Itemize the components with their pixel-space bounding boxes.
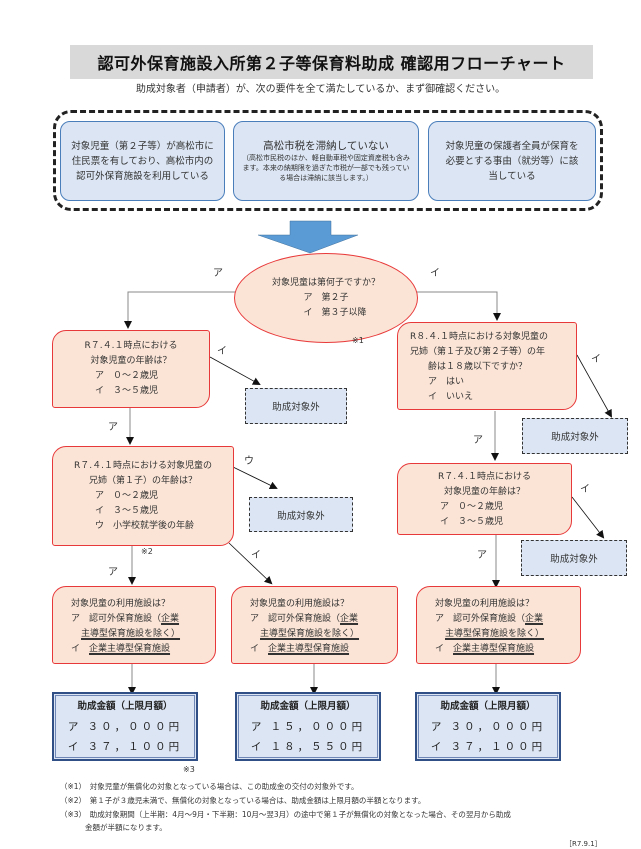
decision-facility-1: 対象児童の利用施設は？ ア 認可外保育施設（企業 主導型保育施設を除く） イ 企…: [52, 586, 216, 664]
facility-option-a: ア 認可外保育施設（企業: [71, 614, 180, 624]
requirement-note: （高松市民税のほか、軽自動車税や固定資産税も含みます。本来の納期限を過ぎた市税が…: [242, 154, 410, 182]
decision-facility-2: 対象児童の利用施設は？ ア 認可外保育施設（企業 主導型保育施設を除く） イ 企…: [231, 586, 398, 664]
amount-value-i: イ ３７，１００円: [430, 740, 546, 753]
amount-box-1: 助成金額（上限月額） ア ３０，０００円 イ ３７，１００円: [52, 692, 198, 761]
decision-option: イ ３～５歳児: [95, 506, 159, 516]
branch-label-leftq1-a: ア: [108, 422, 118, 433]
connector-rightq1-excluded: [576, 354, 612, 418]
branch-label-root-a: ア: [213, 268, 223, 279]
decision-option: イ ３～５歳児: [440, 517, 504, 527]
facility-option-i: イ 企業主導型保育施設: [71, 644, 171, 654]
footnote-1: （※1） 対象児童が無償化の対象となっている場合は、この助成金の交付の対象外です…: [60, 782, 359, 791]
decision-right-q1: R８.４.１時点における対象児童の 兄姉（第１子及び第２子等）の年 齢は１８歳以…: [397, 322, 577, 410]
amount-value-i: イ １８，５５０円: [250, 740, 366, 753]
decision-line: R７.４.１時点における対象児童の: [74, 461, 212, 471]
connector-rightq2-excluded: [571, 496, 605, 539]
revision-date: ［R7.9.1］: [565, 840, 602, 848]
amount-value-i: イ ３７，１００円: [67, 740, 183, 753]
root-question: 対象児童は第何子ですか？: [271, 277, 380, 288]
footnote-3-cont: 金額が半額になります。: [85, 823, 167, 832]
excluded-box-right1: 助成対象外: [522, 418, 628, 454]
root-option-i: イ 第３子以降: [303, 307, 367, 318]
amount-heading: 助成金額（上限月額）: [260, 700, 356, 712]
connector-leftq2-facility2: [228, 542, 273, 585]
requirement-text: 対象児童（第２子等）が高松市に住民票を有しており、高松市内の認可外保育施設を利用…: [71, 140, 214, 182]
requirements-frame: [53, 110, 603, 211]
amount-heading: 助成金額（上限月額）: [440, 700, 536, 712]
page-title: 認可外保育施設入所第２子等保育料助成 確認用フローチャート: [70, 45, 593, 79]
amount-box-3: 助成金額（上限月額） ア ３０，０００円 イ ３７，１００円: [415, 692, 561, 761]
decision-line: 齢は１８歳以下ですか？: [428, 362, 528, 372]
amount-value-a: ア １５，０００円: [250, 720, 366, 733]
branch-label-leftq1-i: イ: [217, 346, 227, 357]
connector-leftq2-excluded: [232, 466, 278, 489]
branch-label-rightq1-a: ア: [473, 435, 483, 446]
branch-label-rightq1-i: イ: [591, 354, 601, 365]
decision-line: 対象児童の年齢は？: [443, 487, 525, 497]
facility-option-a-cont: 主導型保育施設を除く）: [81, 629, 181, 639]
excluded-box-left1: 助成対象外: [245, 388, 347, 424]
facility-option-i: イ 企業主導型保育施設: [435, 644, 535, 654]
branch-label-leftq2-i: イ: [251, 550, 261, 561]
page-subtitle: 助成対象者（申請者）が、次の要件を全て満たしているか、まず御確認ください。: [135, 84, 506, 95]
facility-question: 対象児童の利用施設は？: [435, 599, 535, 609]
decision-option: イ いいえ: [428, 392, 474, 402]
requirement-text: 対象児童の保護者全員が保育を必要とする事由（就労等）に該当している: [445, 140, 579, 182]
facility-option-a-cont: 主導型保育施設を除く）: [445, 629, 545, 639]
connector-root-right: [416, 291, 501, 321]
connector-root-left: [124, 291, 236, 329]
requirement-text: 高松市税を滞納していない: [263, 140, 389, 152]
facility-option-a: ア 認可外保育施設（企業: [250, 614, 359, 624]
decision-facility-3: 対象児童の利用施設は？ ア 認可外保育施設（企業 主導型保育施設を除く） イ 企…: [416, 586, 581, 664]
root-decision-oval: 対象児童は第何子ですか？ ア 第２子 イ 第３子以降: [234, 253, 418, 343]
footnote-3: （※3） 助成対象期間（上半期：4月～9月・下半期：10月～翌3月）の途中で第１…: [60, 810, 511, 819]
note-mark-3: ※3: [183, 765, 195, 774]
decision-option: ア ０～２歳児: [95, 371, 159, 381]
amount-box-2: 助成金額（上限月額） ア １５，０００円 イ １８，５５０円: [235, 692, 381, 761]
decision-line: R８.４.１時点における対象児童の: [410, 332, 548, 342]
excluded-box-left2: 助成対象外: [249, 497, 353, 532]
requirement-residency: 対象児童（第２子等）が高松市に住民票を有しており、高松市内の認可外保育施設を利用…: [60, 121, 225, 201]
facility-option-i: イ 企業主導型保育施設: [250, 644, 350, 654]
decision-line: 兄姉（第１子及び第２子等）の年: [410, 347, 546, 357]
requirement-tax: 高松市税を滞納していない （高松市民税のほか、軽自動車税や固定資産税も含みます。…: [233, 121, 419, 201]
decision-option: ア ０～２歳児: [440, 502, 504, 512]
decision-option: イ ３～５歳児: [95, 386, 159, 396]
decision-line: 兄姉（第１子）の年齢は？: [88, 476, 197, 486]
decision-option: ウ 小学校就学後の年齢: [95, 521, 195, 531]
branch-label-root-i: イ: [430, 268, 440, 279]
decision-option: ア はい: [428, 377, 465, 387]
facility-option-a: ア 認可外保育施設（企業: [435, 614, 544, 624]
branch-label-rightq2-a: ア: [477, 550, 487, 561]
decision-line: R７.４.１時点における: [438, 472, 531, 482]
requirement-childcare-need: 対象児童の保護者全員が保育を必要とする事由（就労等）に該当している: [428, 121, 596, 201]
decision-left-q2: R７.４.１時点における対象児童の 兄姉（第１子）の年齢は？ ア ０～２歳児 イ…: [52, 446, 234, 546]
footnote-2: （※2） 第１子が３歳児未満で、無償化の対象となっている場合は、助成金額は上限月…: [60, 796, 426, 805]
facility-option-a-cont: 主導型保育施設を除く）: [260, 629, 360, 639]
note-mark-1: ※1: [352, 336, 364, 345]
decision-line: R７.４.１時点における: [84, 341, 178, 351]
branch-label-rightq2-i: イ: [580, 484, 590, 495]
note-mark-2: ※2: [141, 547, 153, 556]
branch-label-leftq2-a: ア: [108, 567, 118, 578]
decision-right-q2: R７.４.１時点における 対象児童の年齢は？ ア ０～２歳児 イ ３～５歳児: [397, 463, 572, 535]
decision-left-q1: R７.４.１時点における 対象児童の年齢は？ ア ０～２歳児 イ ３～５歳児: [52, 330, 210, 408]
excluded-box-right2: 助成対象外: [521, 540, 627, 576]
amount-value-a: ア ３０，０００円: [67, 720, 183, 733]
decision-option: ア ０～２歳児: [95, 491, 159, 501]
connector-leftq1-excluded: [209, 356, 261, 385]
down-arrow-icon: [257, 220, 359, 254]
amount-value-a: ア ３０，０００円: [430, 720, 546, 733]
facility-question: 対象児童の利用施設は？: [71, 599, 171, 609]
decision-line: 対象児童の年齢は？: [90, 356, 172, 366]
facility-question: 対象児童の利用施設は？: [250, 599, 350, 609]
branch-label-leftq2-u: ウ: [244, 456, 254, 467]
root-option-a: ア 第２子: [303, 292, 349, 303]
amount-heading: 助成金額（上限月額）: [77, 700, 173, 712]
